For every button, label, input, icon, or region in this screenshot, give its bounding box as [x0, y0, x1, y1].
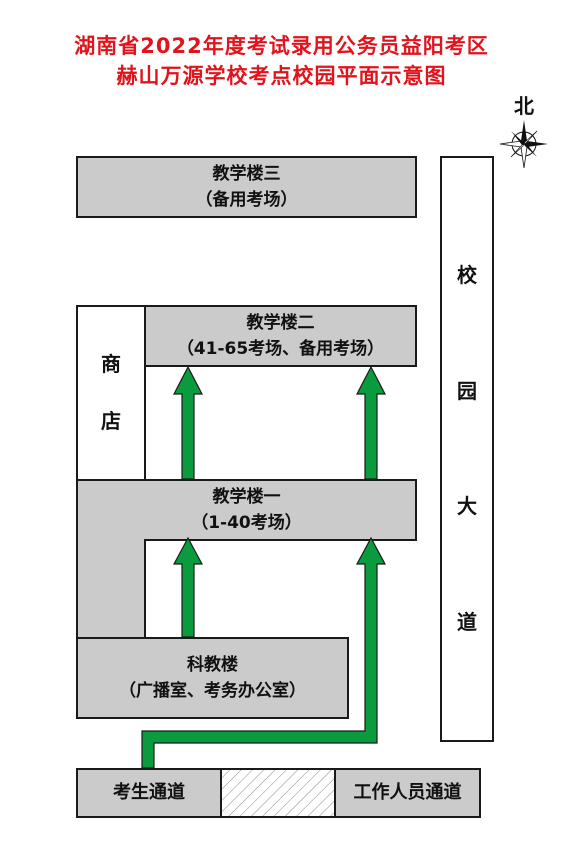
- shop: 商 店: [76, 305, 146, 481]
- compass-rose-icon: [500, 120, 548, 169]
- shop-char-2: 店: [101, 409, 121, 433]
- building-1-name: 教学楼一: [212, 486, 281, 507]
- building-3: 教学楼三 （备用考场）: [76, 156, 417, 218]
- science-building-name: 科教楼: [187, 654, 238, 675]
- building-1-note: （1-40考场）: [191, 513, 302, 533]
- building-2-note: （41-65考场、备用考场）: [176, 339, 385, 359]
- avenue-char-3: 大: [457, 494, 477, 519]
- closed-gate-hatch: [220, 768, 336, 818]
- building-1: 教学楼一 （1-40考场）: [76, 479, 417, 541]
- compass: 北: [500, 90, 560, 180]
- student-gate: 考生通道: [76, 768, 222, 818]
- campus-avenue: 校 园 大 道: [440, 156, 494, 742]
- avenue-char-2: 园: [457, 378, 477, 403]
- avenue-char-4: 道: [457, 609, 477, 634]
- science-building-note: （广播室、考务办公室）: [119, 681, 306, 701]
- arrow-to-building-2-right: [356, 365, 386, 480]
- compass-north-label: 北: [514, 94, 534, 118]
- building-2-name: 教学楼二: [246, 312, 315, 333]
- staff-gate: 工作人员通道: [334, 768, 481, 818]
- staff-gate-label: 工作人员通道: [353, 782, 462, 804]
- map-title-line1: 湖南省2022年度考试录用公务员益阳考区: [74, 34, 489, 58]
- arrow-to-building-2-left: [173, 365, 203, 480]
- shop-char-1: 商: [101, 352, 121, 376]
- building-3-name: 教学楼三: [212, 163, 281, 184]
- science-building: 科教楼 （广播室、考务办公室）: [76, 637, 349, 719]
- building-3-note: （备用考场）: [195, 190, 298, 210]
- avenue-char-1: 校: [457, 263, 477, 288]
- student-gate-label: 考生通道: [113, 782, 185, 804]
- map-title-line2: 赫山万源学校考点校园平面示意图: [116, 64, 447, 88]
- building-2: 教学楼二 （41-65考场、备用考场）: [144, 305, 417, 367]
- arrow-science-to-building-1: [172, 536, 204, 638]
